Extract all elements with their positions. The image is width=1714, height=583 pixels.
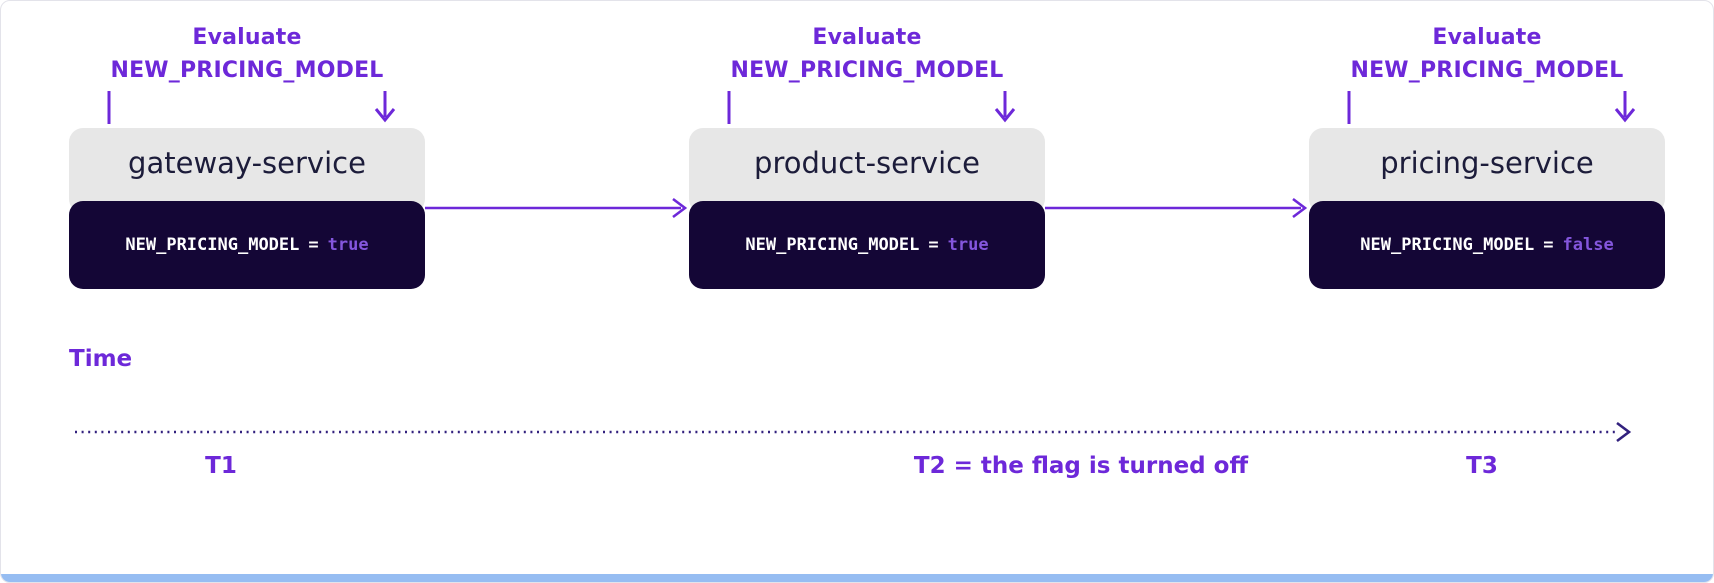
timeline-dotted-arrow: [75, 421, 1632, 443]
evaluate-label-line2: NEW_PRICING_MODEL: [110, 58, 384, 83]
service-group-gateway: Evaluate NEW_PRICING_MODEL gateway-servi…: [69, 1, 425, 301]
arrow-product-to-pricing: [1045, 197, 1308, 219]
evaluate-label: Evaluate NEW_PRICING_MODEL: [689, 21, 1045, 87]
evaluate-pointer-arrows: [1347, 91, 1636, 124]
flag-operator: =: [928, 235, 939, 255]
service-name: product-service: [754, 146, 980, 180]
flag-name: NEW_PRICING_MODEL: [1360, 235, 1535, 255]
flag-name: NEW_PRICING_MODEL: [125, 235, 300, 255]
service-name-box: pricing-service: [1309, 128, 1665, 213]
flag-value: true: [327, 235, 369, 255]
bottom-edge-bar: [1, 574, 1713, 582]
flag-code-box: NEW_PRICING_MODEL = true: [69, 201, 425, 289]
evaluate-pointer-arrows: [107, 91, 396, 124]
evaluate-label-line2: NEW_PRICING_MODEL: [1350, 58, 1624, 83]
flag-name: NEW_PRICING_MODEL: [745, 235, 920, 255]
timeline-marker-t3: T3: [1466, 453, 1498, 479]
timeline-marker-t2: T2 = the flag is turned off: [913, 453, 1249, 479]
evaluate-label: Evaluate NEW_PRICING_MODEL: [1309, 21, 1665, 87]
service-name-box: gateway-service: [69, 128, 425, 213]
evaluate-label: Evaluate NEW_PRICING_MODEL: [69, 21, 425, 87]
arrow-gateway-to-product: [425, 197, 688, 219]
evaluate-label-line2: NEW_PRICING_MODEL: [730, 58, 1004, 83]
service-group-pricing: Evaluate NEW_PRICING_MODEL pricing-servi…: [1309, 1, 1665, 301]
flag-operator: =: [1543, 235, 1554, 255]
evaluate-pointer-arrows: [727, 91, 1016, 124]
flag-operator: =: [308, 235, 319, 255]
flag-value: true: [947, 235, 989, 255]
evaluate-label-line1: Evaluate: [812, 25, 922, 50]
service-group-product: Evaluate NEW_PRICING_MODEL product-servi…: [689, 1, 1045, 301]
flag-code-box: NEW_PRICING_MODEL = true: [689, 201, 1045, 289]
service-name-box: product-service: [689, 128, 1045, 213]
evaluate-label-line1: Evaluate: [192, 25, 302, 50]
service-name: gateway-service: [128, 146, 366, 180]
timeline-title: Time: [69, 346, 133, 372]
flag-value: false: [1562, 235, 1614, 255]
flag-code-box: NEW_PRICING_MODEL = false: [1309, 201, 1665, 289]
timeline-marker-t1: T1: [205, 453, 237, 479]
service-name: pricing-service: [1380, 146, 1594, 180]
evaluate-label-line1: Evaluate: [1432, 25, 1542, 50]
